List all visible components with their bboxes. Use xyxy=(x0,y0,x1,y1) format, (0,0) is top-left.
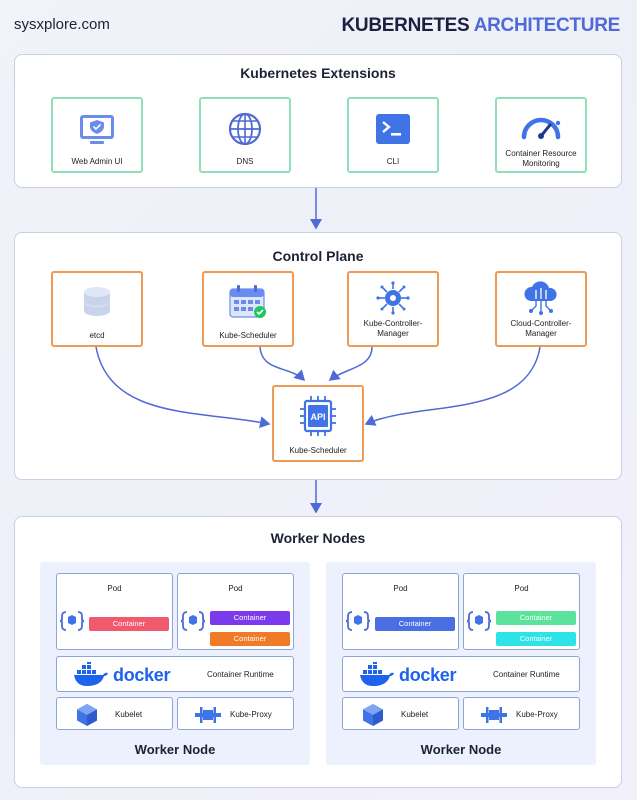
worker-node-1: Pod Container Pod Container Container do… xyxy=(40,562,310,765)
extension-dns: DNS xyxy=(199,97,291,173)
kube-proxy-box: Kube-Proxy xyxy=(177,697,294,730)
container-chip: Container xyxy=(89,617,169,631)
container-runtime-label: Container Runtime xyxy=(493,670,560,679)
docker-logo-text: docker xyxy=(399,665,457,685)
pod-label: Pod xyxy=(514,584,529,593)
worker-nodes-title: Worker Nodes xyxy=(270,530,366,546)
control-plane-section: Control Plane etcd xyxy=(14,232,622,480)
control-kube-scheduler: Kube-Scheduler xyxy=(202,271,294,347)
pod-icon xyxy=(57,610,87,637)
container-chip: Container xyxy=(210,632,290,646)
database-icon xyxy=(82,283,112,324)
calendar-icon xyxy=(228,283,268,324)
api-server: API Kube-Scheduler xyxy=(272,385,364,462)
globe-icon xyxy=(227,111,263,152)
extensions-section: Kubernetes Extensions Web Admin UI xyxy=(14,54,622,188)
docker-whale-icon xyxy=(73,660,109,693)
kube-proxy-label: Kube-Proxy xyxy=(230,710,272,719)
pod-icon xyxy=(343,610,373,637)
kubelet-box: Kubelet xyxy=(342,697,459,730)
kube-proxy-label: Kube-Proxy xyxy=(516,710,558,719)
container-runtime-box: docker Container Runtime xyxy=(56,656,294,692)
pod-box: Pod Container xyxy=(56,573,173,650)
gauge-icon xyxy=(519,113,563,146)
control-label: Kube-Controller-Manager xyxy=(363,319,423,338)
brand-site: sysxplore.com xyxy=(14,16,110,33)
control-label: Kube-Scheduler xyxy=(219,331,277,340)
control-plane-title: Control Plane xyxy=(272,248,364,264)
gear-icon xyxy=(375,281,411,320)
worker-node-2: Pod Container Pod Container Container do… xyxy=(326,562,596,765)
control-label: Cloud-Controller-Manager xyxy=(510,319,572,338)
cube-icon xyxy=(361,703,385,732)
terminal-icon xyxy=(375,113,411,150)
pod-icon xyxy=(178,610,208,637)
kubelet-label: Kubelet xyxy=(115,710,143,719)
web-admin-icon xyxy=(78,113,116,152)
pod-box: Pod Container Container xyxy=(463,573,580,650)
container-runtime-box: docker Container Runtime xyxy=(342,656,580,692)
api-label: Kube-Scheduler xyxy=(289,446,347,455)
pod-label: Pod xyxy=(393,584,408,593)
extension-label: CLI xyxy=(386,157,400,166)
control-cloud-controller-manager: Cloud-Controller-Manager xyxy=(495,271,587,347)
kube-proxy-box: Kube-Proxy xyxy=(463,697,580,730)
title-kubernetes: KUBERNETES xyxy=(341,15,470,36)
page-title: KUBERNETES ARCHITECTURE xyxy=(341,15,621,37)
pod-label: Pod xyxy=(107,584,122,593)
cloud-icon xyxy=(521,279,561,322)
kubelet-box: Kubelet xyxy=(56,697,173,730)
extension-web-admin: Web Admin UI xyxy=(51,97,143,173)
docker-logo-text: docker xyxy=(113,665,171,685)
container-chip: Container xyxy=(375,617,455,631)
kubelet-label: Kubelet xyxy=(401,710,429,719)
control-etcd: etcd xyxy=(51,271,143,347)
proxy-icon xyxy=(480,706,508,729)
container-chip: Container xyxy=(496,611,576,625)
cube-icon xyxy=(75,703,99,732)
extension-cli: CLI xyxy=(347,97,439,173)
api-chip-text: API xyxy=(310,412,325,422)
proxy-icon xyxy=(194,706,222,729)
pod-icon xyxy=(464,610,494,637)
extension-label: Container Resource Monitoring xyxy=(505,149,577,168)
extension-label: DNS xyxy=(236,157,254,166)
extensions-title: Kubernetes Extensions xyxy=(240,65,396,81)
pod-box: Pod Container Container xyxy=(177,573,294,650)
worker-node-name: Worker Node xyxy=(420,742,502,757)
pod-label: Pod xyxy=(228,584,243,593)
container-chip: Container xyxy=(210,611,290,625)
extension-label: Web Admin UI xyxy=(71,157,123,166)
control-label: etcd xyxy=(89,331,105,340)
pod-box: Pod Container xyxy=(342,573,459,650)
container-runtime-label: Container Runtime xyxy=(207,670,274,679)
container-chip: Container xyxy=(496,632,576,646)
extension-monitoring: Container Resource Monitoring xyxy=(495,97,587,173)
worker-node-name: Worker Node xyxy=(134,742,216,757)
control-kube-controller-manager: Kube-Controller-Manager xyxy=(347,271,439,347)
title-architecture: ARCHITECTURE xyxy=(473,15,621,36)
docker-whale-icon xyxy=(359,660,395,693)
api-chip-icon: API xyxy=(298,394,338,443)
